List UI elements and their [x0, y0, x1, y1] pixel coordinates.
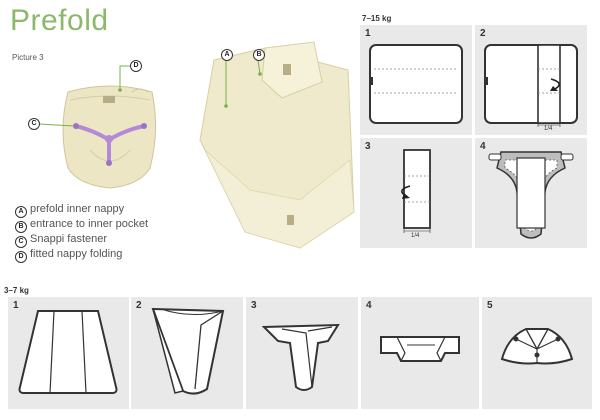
- top-step-2-panel: 2 1/4: [475, 25, 587, 135]
- top-step-1-drawing: [369, 44, 463, 124]
- bottom-step-3-panel: 3: [246, 297, 358, 409]
- bottom-step-3-drawing: [261, 323, 340, 391]
- bottom-step-5-panel: 5: [482, 297, 592, 409]
- top-step-4-panel: 4: [475, 138, 587, 248]
- top-step-3-drawing: [401, 149, 431, 233]
- weight-header-3-7: 3–7 kg: [4, 286, 29, 295]
- bottom-step-1-drawing: [18, 310, 118, 394]
- picture-label: Picture 3: [12, 53, 44, 62]
- top-step-2-drawing: [484, 44, 578, 127]
- label-a-badge: A: [221, 49, 233, 61]
- bottom-step-1-panel: 1: [8, 297, 129, 409]
- weight-header-7-15: 7–15 kg: [362, 14, 392, 23]
- label-b-badge: B: [253, 49, 265, 61]
- fraction-label: 1/4: [544, 126, 553, 132]
- top-step-3-panel: 3 1/4: [360, 138, 472, 248]
- top-step-4-drawing: [488, 151, 574, 239]
- prefold-photo: [199, 41, 355, 249]
- page-title: Prefold: [10, 4, 109, 37]
- label-c-badge: C: [28, 118, 40, 130]
- top-step-1-panel: 1: [360, 25, 472, 135]
- bottom-step-2-panel: 2: [131, 297, 243, 409]
- bottom-step-4-drawing: [380, 336, 460, 362]
- label-d-badge: D: [130, 60, 142, 72]
- bottom-step-2-drawing: [151, 307, 225, 395]
- fraction-label: 1/4: [411, 233, 420, 239]
- bottom-step-4-panel: 4: [361, 297, 479, 409]
- bottom-step-5-drawing: [500, 328, 574, 365]
